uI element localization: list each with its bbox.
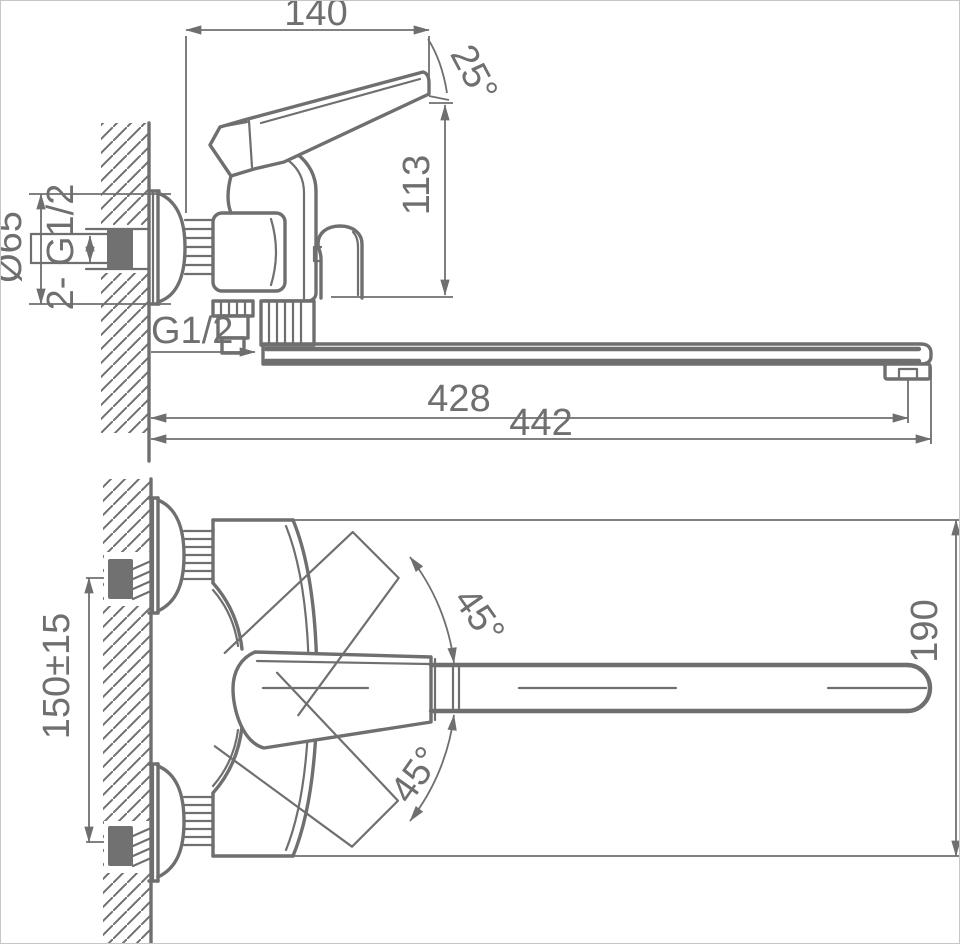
handle-phantom-down (213, 671, 400, 848)
dim-25deg: 25° (427, 38, 506, 109)
side-view: 140 25° 113 Ø65 2- G1/2 G1/2 (1, 1, 933, 463)
wall-connection-upper (108, 496, 215, 615)
dim-label-45-up: 45° (445, 581, 512, 652)
dim-label-escutcheon: Ø65 (1, 211, 30, 283)
dim-150: 150±15 (36, 577, 104, 843)
wall-thread-square (107, 229, 133, 269)
dim-label-428: 428 (427, 378, 490, 420)
dim-428: 428 (150, 378, 909, 423)
dim-swing-up: 45° (409, 556, 513, 664)
wall-connection-lower (108, 762, 215, 883)
dim-113: 113 (331, 104, 453, 298)
lever-handle-side (208, 70, 431, 178)
dim-escutcheon-diameter: Ø65 2- G1/2 (1, 184, 171, 311)
threaded-nipple-upper (182, 527, 215, 585)
plan-view: 45° 45° 150±15 190 (36, 477, 959, 943)
dim-label-190: 190 (904, 599, 946, 662)
dim-label-wall-threads: 2- G1/2 (40, 184, 82, 311)
dim-outlet-thread: G1/2 (151, 310, 256, 357)
dim-label-140: 140 (284, 1, 347, 34)
dim-label-150: 150±15 (36, 613, 78, 740)
dim-140: 140 (185, 1, 430, 213)
dim-label-113: 113 (396, 155, 438, 216)
shower-outlet-stub (211, 299, 255, 355)
spout-side (261, 342, 933, 381)
lever-handle-plan (231, 650, 437, 750)
spout-boss (316, 224, 364, 300)
handle-phantom-up (223, 530, 400, 717)
wall-hatch-side (101, 121, 151, 463)
threaded-nipple-side (183, 218, 215, 276)
wall-hatch-plan (103, 477, 153, 943)
dim-label-outlet-thread: G1/2 (151, 310, 233, 352)
escutcheon-dome (147, 189, 187, 306)
dim-label-25deg: 25° (442, 38, 506, 108)
dim-190: 190 (293, 519, 959, 857)
dim-label-45-down: 45° (382, 740, 449, 811)
dim-442: 442 (150, 367, 932, 444)
spout-plan (261, 662, 933, 714)
threaded-nipple-lower (182, 791, 215, 849)
spout-collar (259, 299, 316, 347)
dim-label-442: 442 (509, 402, 572, 444)
faucet-body-side (211, 152, 364, 303)
aerator (883, 362, 932, 381)
